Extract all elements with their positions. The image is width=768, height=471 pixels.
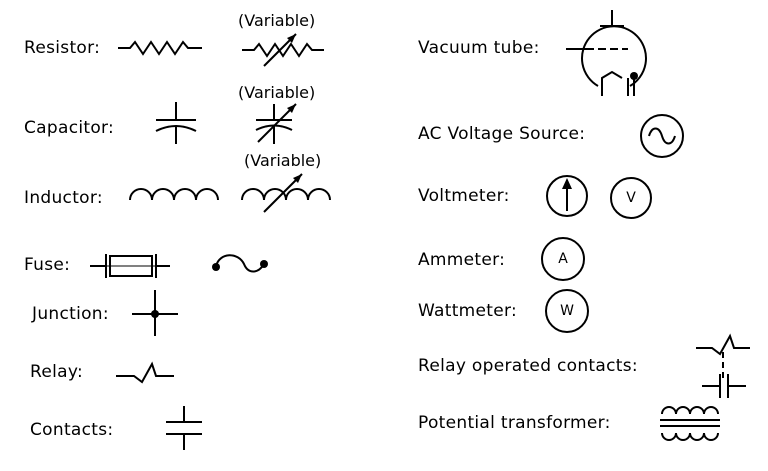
inductor-label: Inductor: xyxy=(24,188,103,208)
wattmeter-label: Wattmeter: xyxy=(418,301,518,321)
potential-transformer-icon xyxy=(658,402,726,448)
relay-operated-contacts-label: Relay operated contacts: xyxy=(418,356,638,376)
junction-label: Junction: xyxy=(32,304,109,324)
fuse-icon xyxy=(90,250,172,282)
voltmeter-letter: V xyxy=(626,190,636,206)
potential-transformer-label: Potential transformer: xyxy=(418,413,611,433)
resistor-icon xyxy=(118,36,208,60)
inductor-icon xyxy=(128,180,224,204)
vacuum-tube-icon xyxy=(566,8,650,100)
ac-voltage-source-label: AC Voltage Source: xyxy=(418,124,586,144)
relay-icon xyxy=(116,360,176,386)
ac-voltage-source-icon xyxy=(638,112,686,160)
voltmeter-analog-icon xyxy=(544,173,590,219)
capacitor-variable-label: (Variable) xyxy=(238,83,316,102)
voltmeter-label: Voltmeter: xyxy=(418,186,510,206)
wattmeter-icon xyxy=(543,287,593,337)
ammeter-letter: A xyxy=(558,251,568,267)
ammeter-icon xyxy=(539,235,589,285)
capacitor-icon xyxy=(152,102,202,144)
contacts-label: Contacts: xyxy=(30,420,114,440)
fuse-alternate-icon xyxy=(212,250,268,280)
ammeter-label: Ammeter: xyxy=(418,250,506,270)
vacuum-tube-label: Vacuum tube: xyxy=(418,38,540,58)
wattmeter-letter: W xyxy=(560,303,574,319)
resistor-variable-label: (Variable) xyxy=(238,11,316,30)
variable-inductor-icon xyxy=(240,170,336,214)
variable-resistor-icon xyxy=(242,30,332,70)
junction-icon xyxy=(132,290,180,338)
relay-operated-contacts-icon xyxy=(694,332,754,400)
contacts-icon xyxy=(164,406,204,452)
capacitor-label: Capacitor: xyxy=(24,118,115,138)
fuse-label: Fuse: xyxy=(24,255,71,275)
relay-label: Relay: xyxy=(30,362,83,382)
variable-capacitor-icon xyxy=(252,100,308,146)
resistor-label: Resistor: xyxy=(24,38,101,58)
inductor-variable-label: (Variable) xyxy=(244,151,322,170)
voltmeter-icon xyxy=(608,175,654,221)
